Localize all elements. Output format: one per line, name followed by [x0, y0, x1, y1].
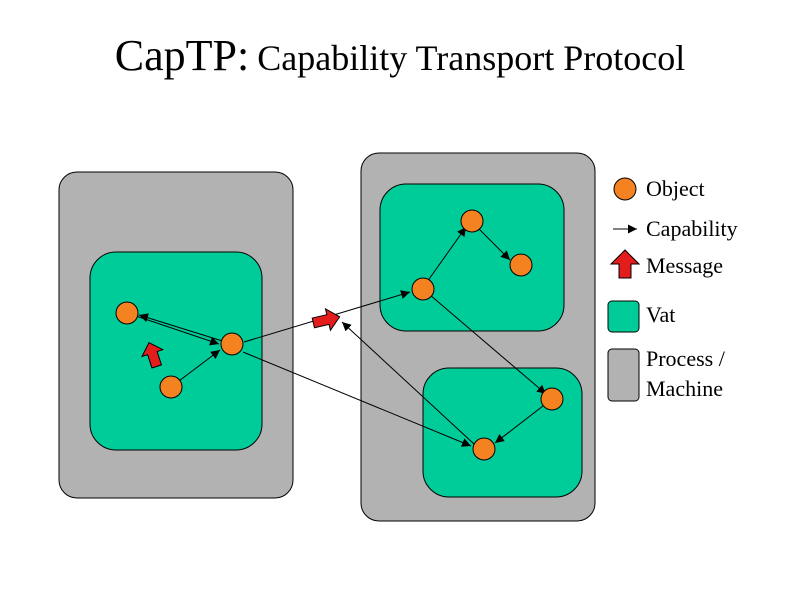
legend-machine-label: Machine [646, 376, 723, 401]
title-subtitle: Capability Transport Protocol [257, 38, 686, 78]
capability-arrow [126, 312, 220, 346]
vat-right-bottom [422, 367, 583, 498]
legend-message-label: Message [646, 253, 723, 278]
capability-arrow [242, 351, 472, 447]
object-node [115, 301, 139, 325]
legend-message-icon [609, 249, 641, 279]
legend-process-label: Process / [646, 346, 725, 371]
legend-glyphs [607, 177, 641, 402]
capability-arrow [494, 398, 553, 444]
diagram-title: CapTP:Capability Transport Protocol [0, 30, 800, 81]
legend-object-label: Object [646, 176, 705, 201]
legend-machine-icon [607, 348, 640, 402]
capability-arrows [126, 221, 553, 447]
vat-left [89, 251, 263, 451]
capability-arrow [422, 288, 547, 395]
legend-vat-icon [607, 300, 640, 333]
object-node [460, 209, 484, 233]
object-node [472, 437, 496, 461]
object-node [509, 253, 533, 277]
object-node [540, 387, 564, 411]
legend-object-icon [613, 177, 637, 201]
vat-right-top [379, 183, 565, 332]
message-arrow-middle [311, 307, 341, 332]
capability-arrow [341, 321, 475, 445]
object-node [159, 375, 183, 399]
capability-arrow [421, 226, 467, 290]
legend-capability-label: Capability [646, 216, 738, 241]
objects [115, 209, 564, 461]
object-node [220, 332, 244, 356]
title-main: CapTP: [114, 31, 250, 80]
object-node [411, 277, 435, 301]
message-arrow-left [140, 341, 165, 369]
legend-vat-label: Vat [646, 302, 676, 327]
